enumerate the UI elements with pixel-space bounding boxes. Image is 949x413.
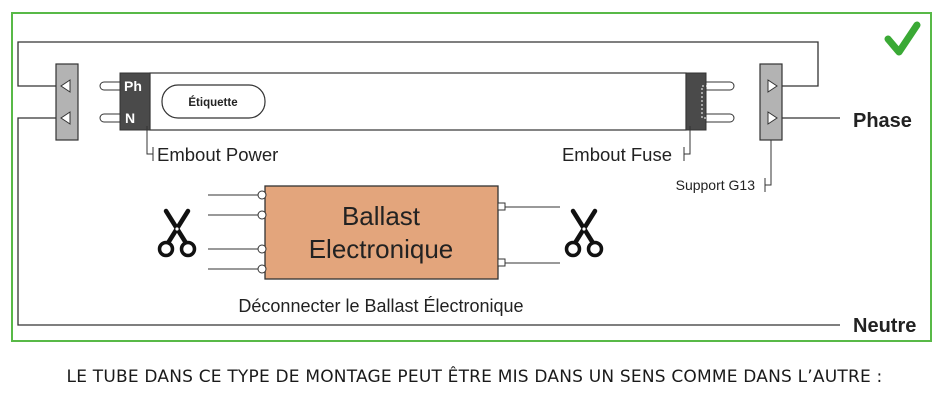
top-loop-wire xyxy=(17,41,819,87)
neutral-pin-label: N xyxy=(125,110,135,126)
neutral-wire xyxy=(17,117,840,326)
support-g13-label: Support G13 xyxy=(676,177,756,193)
right-socket-pin-top xyxy=(767,79,778,93)
support-g13-leader xyxy=(765,140,772,186)
ballast-box xyxy=(264,185,499,280)
scissors-icon xyxy=(564,208,604,258)
tube-left-pin-top xyxy=(99,81,120,91)
right-socket xyxy=(759,63,783,141)
ballast-title-line1: Ballast xyxy=(342,201,421,231)
embout-power-leader xyxy=(146,126,153,155)
disconnect-instruction: Déconnecter le Ballast Électronique xyxy=(238,296,523,316)
end-cap-fuse xyxy=(685,72,707,131)
end-cap-power xyxy=(119,72,151,131)
tube-right-pin-bottom xyxy=(706,113,735,123)
ballast-input-terminal-3 xyxy=(257,244,267,254)
fuse-dashed-outline xyxy=(701,85,712,119)
embout-fuse-leader xyxy=(684,126,691,155)
phase-pin-label: Ph xyxy=(124,78,142,94)
right-socket-pin-bottom xyxy=(767,111,778,125)
embout-power-label: Embout Power xyxy=(157,144,278,165)
ballast-input-terminal-4 xyxy=(257,264,267,274)
embout-fuse-label: Embout Fuse xyxy=(562,144,672,165)
phase-label: Phase xyxy=(853,110,912,132)
tube-label xyxy=(161,84,266,119)
left-socket-pin-bottom xyxy=(60,111,71,125)
ballast-input-terminal-2 xyxy=(257,210,267,220)
ballast-title-line2: Electronique xyxy=(309,234,454,264)
scissors-icon xyxy=(157,208,197,258)
ballast-output-terminal-1 xyxy=(497,202,506,211)
diagram-frame xyxy=(11,12,932,342)
tube-left-pin-bottom xyxy=(99,113,120,123)
tube-right-pin-top xyxy=(706,81,735,91)
left-socket xyxy=(55,63,79,141)
ballast-input-terminal-1 xyxy=(257,190,267,200)
ballast-output-terminal-2 xyxy=(497,258,506,267)
left-socket-pin-top xyxy=(60,79,71,93)
neutre-label: Neutre xyxy=(853,315,916,337)
tube-label-text: Étiquette xyxy=(188,96,237,109)
checkmark-icon xyxy=(884,21,921,56)
tube-body xyxy=(149,72,687,131)
mounting-caption: LE TUBE DANS CE TYPE DE MONTAGE PEUT ÊTR… xyxy=(66,367,883,387)
